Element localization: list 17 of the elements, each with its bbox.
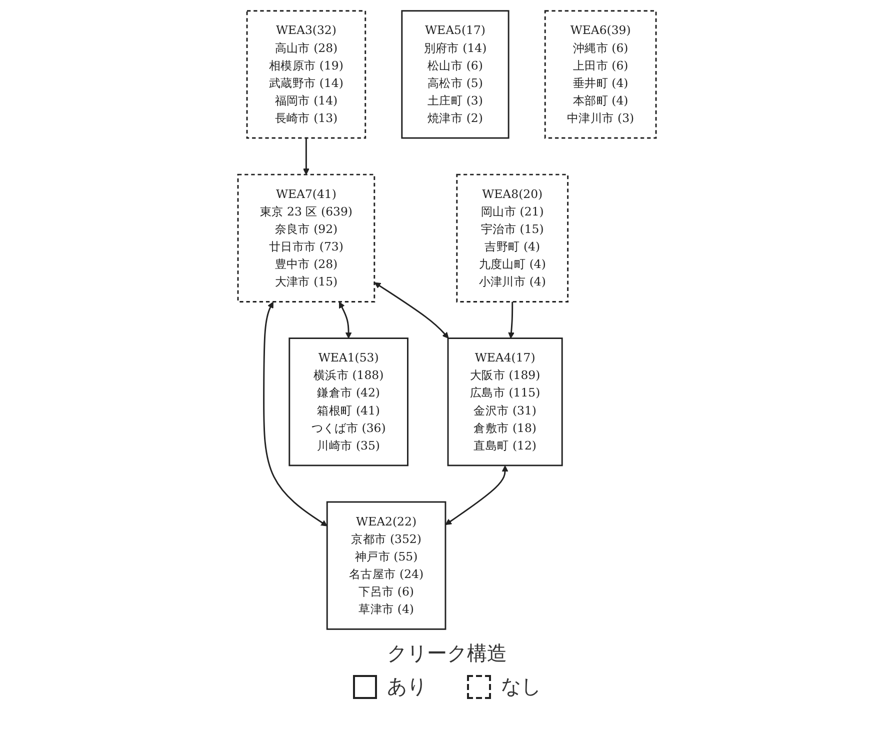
arrow: [374, 282, 449, 339]
arrow: [338, 302, 352, 339]
legend-title: クリーク構造: [386, 640, 508, 667]
node-box: WEA8(20) 岡山市 (21) 宇治市 (15) 吉野町 (4) 九度山町 (4) 小津川市 (4): [456, 174, 569, 302]
node-box: WEA6(39) 沖縄市 (6) 上田市 (6) 垂井町 (4) 本部町 (4) 中津川市 (3): [544, 10, 657, 139]
arrow: [508, 302, 514, 339]
node-box: WEA3(32) 高山市 (28) 相模原市 (19) 武蔵野市 (14) 福岡市 (14) 長崎市 (13): [246, 10, 366, 139]
node-box: WEA5(17) 別府市 (14) 松山市 (6) 高松市 (5) 土庄町 (3) 焼津市 (2): [401, 10, 510, 139]
node-box: WEA2(22) 京都市 (352) 神戸市 (55) 名古屋市 (24) 下呂市 (6) 草津市 (4): [326, 501, 446, 630]
legend-label: なし: [501, 673, 541, 700]
arrow: [445, 465, 508, 526]
legend-label: あり: [387, 673, 427, 700]
node-box: WEA1(53) 横浜市 (188) 鎌倉市 (42) 箱根町 (41) つくば市 (36) 川崎市 (35): [288, 338, 408, 466]
arrow: [302, 138, 310, 175]
arrow: [263, 302, 328, 526]
node-box: WEA4(17) 大阪市 (189) 広島市 (115) 金沢市 (31) 倉敷市 (18) 直島町 (12): [447, 338, 563, 466]
node-box: WEA7(41) 東京 23 区 (639) 奈良市 (92) 廿日市市 (73) 豊中市 (28) 大津市 (15): [237, 174, 376, 302]
